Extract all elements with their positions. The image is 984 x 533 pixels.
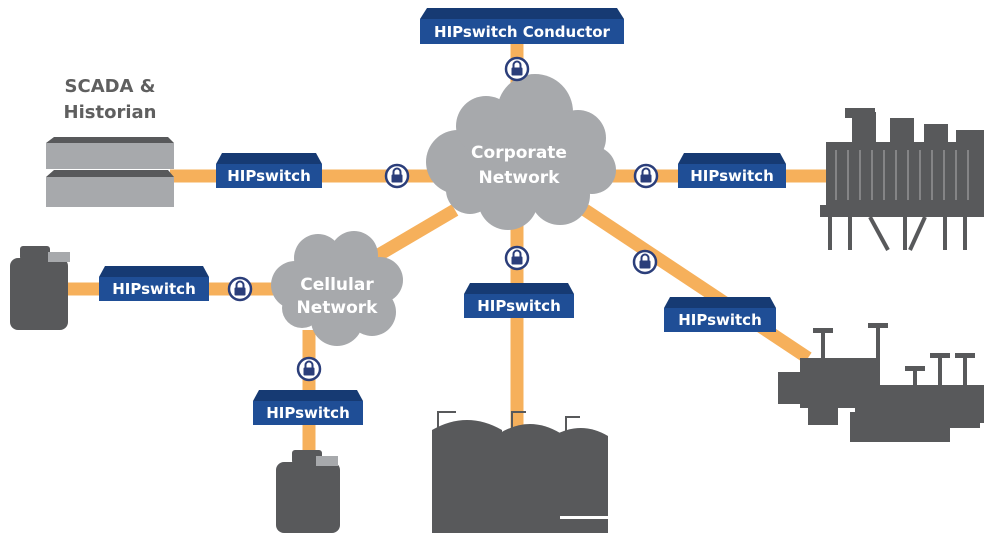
network-links <box>68 40 835 462</box>
gas-meter-icon <box>10 246 70 330</box>
padlock-icon <box>504 56 530 82</box>
hipswitch-bottom-cellular-label: HIPswitch <box>266 404 350 422</box>
cellular-cloud-line1: Cellular <box>300 275 374 295</box>
cooling-tower-icon <box>820 108 984 251</box>
link-pipes <box>581 204 812 364</box>
padlock-icon <box>296 356 322 382</box>
scada-line2: Historian <box>64 102 157 123</box>
gas-meter-icon <box>276 450 340 533</box>
hipswitch-scada: HIPswitch <box>216 153 322 188</box>
corporate-cloud-line2: Network <box>479 168 561 188</box>
hipswitch-pipes: HIPswitch <box>664 297 776 332</box>
hipswitch-bottom-cellular: HIPswitch <box>253 390 363 425</box>
hipswitch-center-label: HIPswitch <box>477 297 561 315</box>
conductor-label: HIPswitch Conductor <box>434 23 611 41</box>
padlock-icon <box>504 245 530 271</box>
scada-historian: SCADA & Historian <box>46 76 174 207</box>
cellular-network-cloud: Cellular Network <box>271 231 403 346</box>
corporate-cloud-line1: Corporate <box>471 143 567 163</box>
link-corp-cellular <box>366 204 459 266</box>
padlock-icon <box>227 276 253 302</box>
hipswitch-left-cellular: HIPswitch <box>99 266 209 301</box>
hipswitch-center: HIPswitch <box>464 283 574 318</box>
corporate-network-cloud: Corporate Network <box>426 74 616 230</box>
hipswitch-right-label: HIPswitch <box>690 167 774 185</box>
hipswitch-conductor: HIPswitch Conductor <box>420 8 624 44</box>
server-rack-icon <box>46 137 174 207</box>
padlock-icon <box>633 163 659 189</box>
pipeline-valves-icon <box>778 323 984 442</box>
hipswitch-right: HIPswitch <box>678 153 786 188</box>
padlock-icon <box>632 249 658 275</box>
cellular-cloud-line2: Network <box>297 298 379 318</box>
hipswitch-scada-label: HIPswitch <box>227 167 311 185</box>
storage-tanks-icon <box>432 411 608 533</box>
hipswitch-left-cellular-label: HIPswitch <box>112 280 196 298</box>
padlock-icon <box>384 163 410 189</box>
hipswitch-pipes-label: HIPswitch <box>678 311 762 329</box>
scada-line1: SCADA & <box>65 76 156 97</box>
